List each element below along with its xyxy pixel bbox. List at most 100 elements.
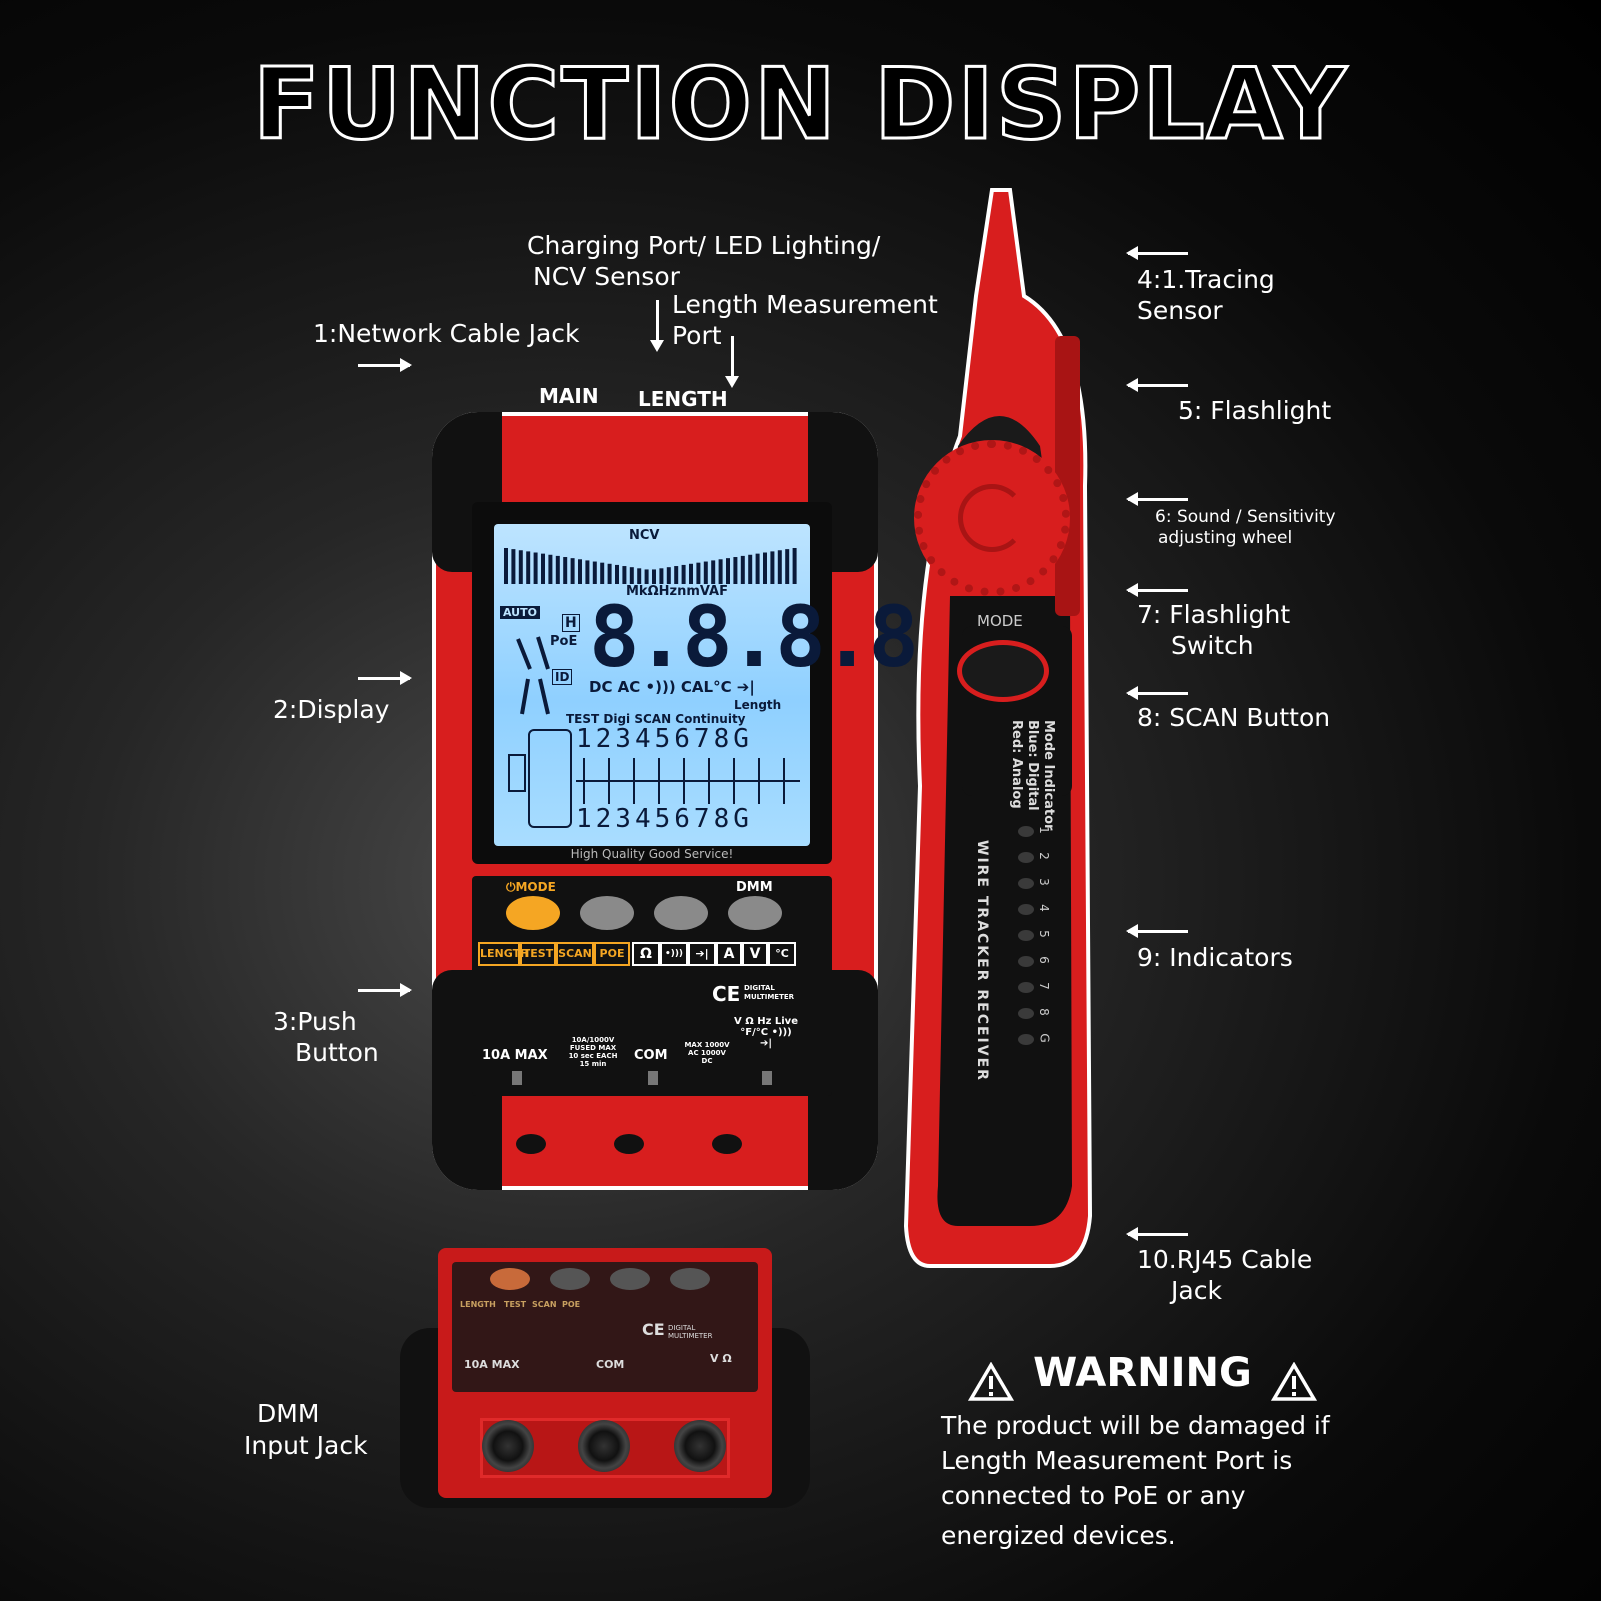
mode-button[interactable]: [506, 896, 560, 930]
warning-line-1: The product will be damaged if: [941, 1411, 1330, 1440]
indicator-led-number: 4: [1036, 904, 1051, 912]
charging-port-label-1: Charging Port/ LED Lighting/: [527, 231, 881, 260]
lcd-ncv: NCV: [629, 528, 660, 543]
sym-diode: ➔|: [688, 942, 716, 966]
dmm-button[interactable]: [728, 896, 782, 930]
dmm-bottom-10a: 10A MAX: [464, 1358, 520, 1371]
sym-buzzer: •))): [660, 942, 688, 966]
battery-icon: [508, 754, 526, 792]
main-device: NCV MkΩHznmVAF AUTO H PoE ID 8.8.8.8 DC …: [432, 412, 919, 1190]
sym-amp: A: [716, 942, 742, 966]
push-button-label-2: Button: [295, 1038, 379, 1067]
dmm-bottom-fn-test: TEST: [504, 1300, 527, 1309]
dmm-jack-label-1: DMM: [257, 1399, 320, 1428]
indicator-led-number: 3: [1036, 878, 1051, 886]
jack-com[interactable]: [648, 1071, 658, 1085]
indicator-led-number: 2: [1036, 852, 1051, 860]
indicator-led-number: 8: [1036, 1008, 1051, 1016]
jack-label-v: V Ω Hz Live °F/°C •))) ➔|: [734, 1016, 798, 1049]
rj45-arrow: [1126, 1227, 1188, 1241]
scan-label: 8: SCAN Button: [1137, 703, 1331, 732]
input-jack-v[interactable]: [674, 1420, 726, 1472]
indicator-led: [1018, 826, 1034, 837]
warning-title: WARNING: [1033, 1350, 1252, 1396]
dmm-bottom-com: COM: [596, 1358, 625, 1371]
lcd-units: MkΩHznmVAF: [626, 584, 729, 599]
indicator-led: [1018, 930, 1034, 941]
lcd-digits: 8.8.8.8: [589, 588, 919, 686]
sensitivity-wheel[interactable]: [914, 440, 1070, 596]
push-button-label-1: 3:Push: [273, 1007, 357, 1036]
dmm-bottom-v: V Ω: [710, 1352, 732, 1365]
indicator-led: [1018, 1034, 1034, 1045]
dmm-bottom-view: LENGTH TEST SCAN POE CE DIGITAL MULTIMET…: [400, 1248, 810, 1508]
lcd-nums-top: 12345678G: [576, 724, 753, 754]
receiver-mode-label: MODE: [977, 612, 1023, 630]
jack-v[interactable]: [762, 1071, 772, 1085]
lcd-wiremap: [576, 758, 800, 804]
display-arrow: [358, 671, 412, 685]
fn-length: LENGTH: [478, 942, 529, 966]
charging-port-label-2: NCV Sensor: [533, 262, 680, 291]
sound-arrow: [1126, 492, 1188, 506]
scan-button[interactable]: [957, 640, 1049, 702]
receiver-brand: WIRE TRACKER RECEIVER: [974, 840, 990, 1082]
function-button-3[interactable]: [654, 896, 708, 930]
probe-icon: [516, 636, 550, 715]
sound-label-2: adjusting wheel: [1158, 528, 1293, 548]
warning-icon: [968, 1361, 1014, 1401]
mode-indicator-text: Mode Indicator Blue: Digital Red: Analog: [1009, 720, 1056, 831]
fn-test: TEST: [520, 942, 556, 966]
jack-label-max: MAX 1000V AC 1000V DC: [684, 1041, 730, 1065]
indicator-led-number: G: [1037, 1033, 1052, 1043]
sym-volt: V: [742, 942, 768, 966]
dmm-bottom-ce: CE: [642, 1320, 665, 1339]
bottom-port-2[interactable]: [614, 1134, 644, 1154]
bottom-port-3[interactable]: [712, 1134, 742, 1154]
sym-ohm: Ω: [632, 942, 660, 966]
tracing-label-1: 4:1.Tracing: [1137, 265, 1275, 294]
main-port-label: MAIN: [539, 384, 599, 408]
indicator-led: [1018, 904, 1034, 915]
input-jack-com[interactable]: [578, 1420, 630, 1472]
display-label: 2:Display: [273, 695, 390, 724]
jack-10a[interactable]: [512, 1071, 522, 1085]
function-button-2[interactable]: [580, 896, 634, 930]
keypad-panel: ⏻MODE DMM LENGTH TEST SCAN POE Ω •))) ➔|…: [472, 876, 832, 1096]
indicators-arrow: [1126, 924, 1188, 938]
jack-label-com: COM: [634, 1048, 668, 1063]
lcd-test-row: TEST Digi SCAN Continuity: [566, 712, 746, 726]
tracing-label-2: Sensor: [1137, 296, 1223, 325]
warning-line-2: Length Measurement Port is: [941, 1446, 1293, 1475]
warning-line-3: connected to PoE or any: [941, 1481, 1246, 1510]
scan-arrow: [1126, 686, 1188, 700]
network-jack-label: 1:Network Cable Jack: [313, 319, 580, 348]
dmm-bottom-fn-scan: SCAN: [532, 1300, 557, 1309]
lcd-nums-bottom: 12345678G: [576, 804, 753, 834]
lcd-h: H: [562, 614, 580, 632]
lcd-mode-row: DC AC •))) CAL°C ➔|: [589, 678, 755, 696]
indicators-label: 9: Indicators: [1137, 943, 1293, 972]
rj45-label-2: Jack: [1171, 1276, 1222, 1305]
length-port-text: LENGTH: [638, 387, 728, 411]
indicator-led-number: 7: [1036, 982, 1051, 990]
warning-line-4: energized devices.: [941, 1521, 1176, 1550]
input-jack-10a[interactable]: [482, 1420, 534, 1472]
network-jack-arrow: [358, 358, 412, 372]
flash-switch-label-1: 7: Flashlight: [1137, 600, 1291, 629]
sym-temp: °C: [768, 942, 796, 966]
indicator-led: [1018, 852, 1034, 863]
indicator-led-number: 6: [1036, 956, 1051, 964]
indicator-led-number: 1: [1036, 826, 1051, 834]
bottom-port-1[interactable]: [516, 1134, 546, 1154]
remote-icon: [528, 729, 572, 828]
lcd-display: NCV MkΩHznmVAF AUTO H PoE ID 8.8.8.8 DC …: [494, 524, 919, 846]
rj45-label-1: 10.RJ45 Cable: [1137, 1245, 1313, 1274]
flashlight-label: 5: Flashlight: [1178, 396, 1332, 425]
indicator-led: [1018, 878, 1034, 889]
charging-arrow: [650, 300, 664, 352]
sound-label-1: 6: Sound / Sensitivity: [1155, 507, 1336, 527]
mode-key-label: ⏻MODE: [506, 880, 556, 894]
jack-label-fused: 10A/1000V FUSED MAX 10 sec EACH 15 min: [568, 1036, 618, 1068]
